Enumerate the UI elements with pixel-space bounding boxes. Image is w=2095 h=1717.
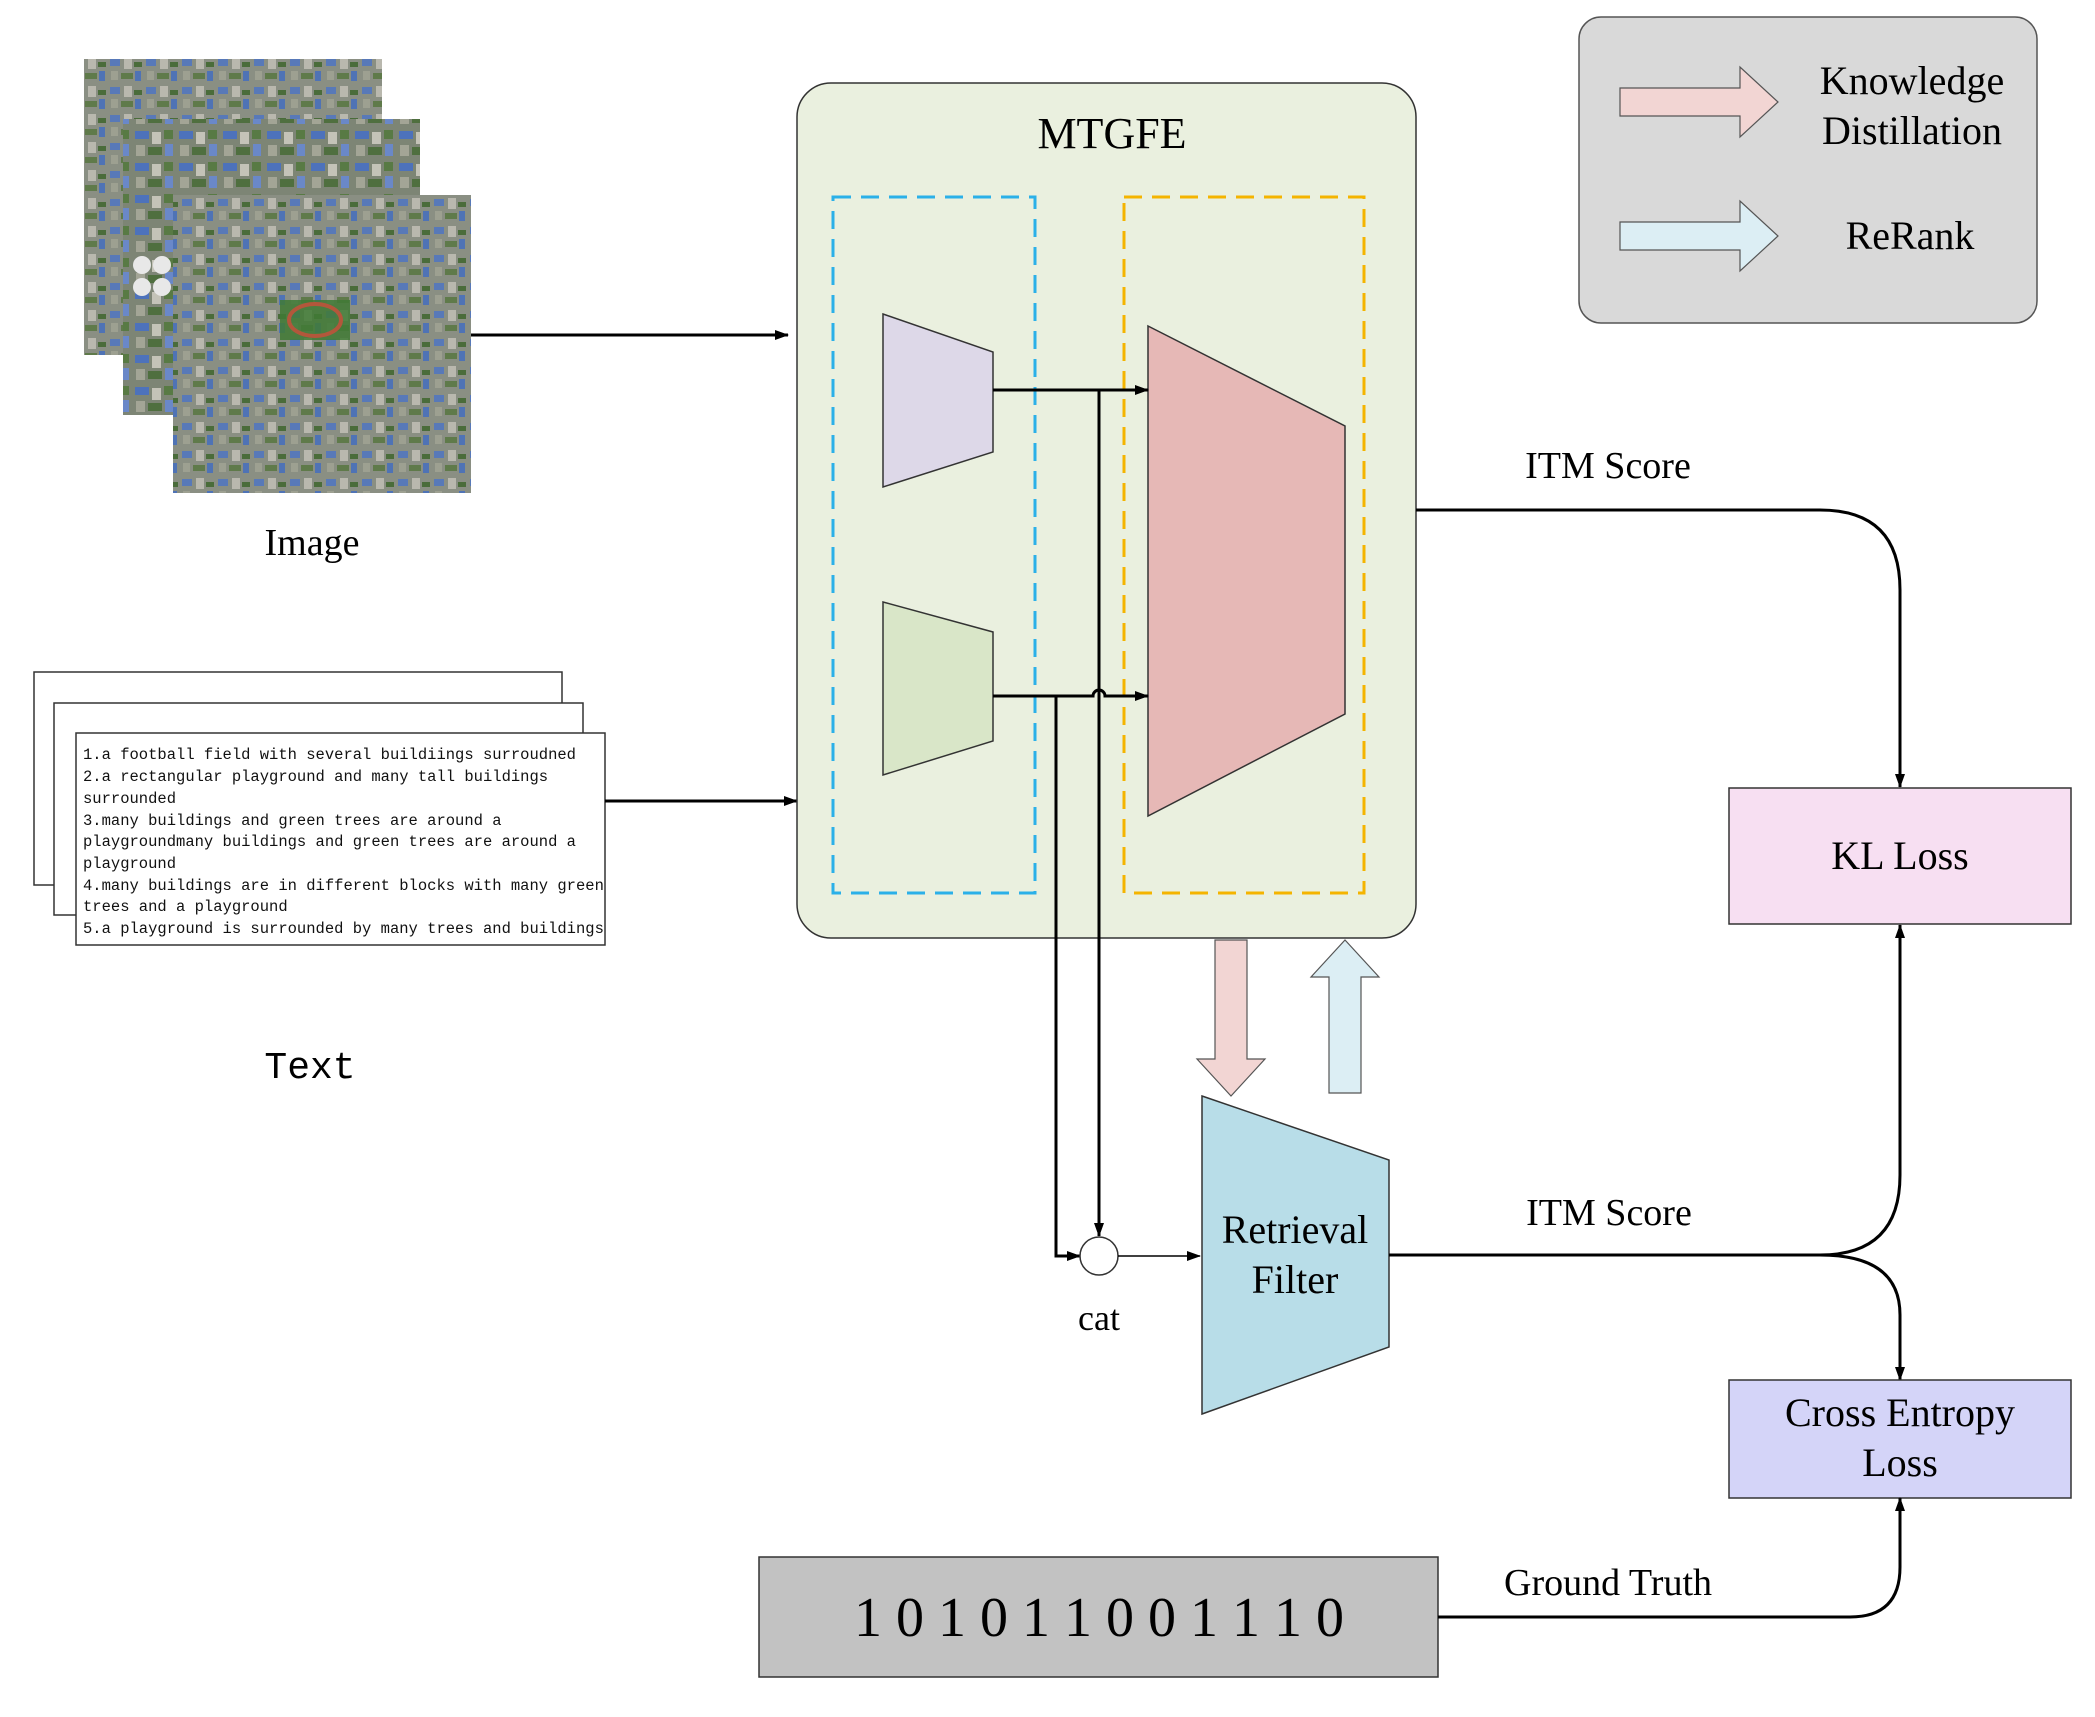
caption-line: 5.a playground is surrounded by many tre… <box>83 920 604 938</box>
text-card-front <box>75 732 606 946</box>
cross-entropy-label: Loss <box>1862 1440 1938 1485</box>
itm-score-bottom-label: ITM Score <box>1526 1192 1692 1234</box>
knowledge-distillation-arrow <box>1195 939 1267 1097</box>
ground-truth-bits: 1 0 1 0 1 1 0 0 1 1 1 0 <box>854 1587 1344 1649</box>
kl-loss-label: KL Loss <box>1831 833 1968 878</box>
retrieval-filter-label: Filter <box>1252 1257 1339 1302</box>
unimodal-encoders-group <box>831 195 1037 895</box>
cat-node <box>1079 1236 1119 1276</box>
cross-entropy-label: Cross Entropy <box>1785 1390 2015 1435</box>
caption-line: playground <box>83 855 176 873</box>
retrieval-filter <box>1201 1094 1390 1416</box>
caption-line: 4.many buildings are in different blocks… <box>83 877 604 895</box>
caption-line: playgroundmany buildings and green trees… <box>83 833 576 851</box>
image-stack <box>84 59 471 493</box>
itm-score-top-flow <box>1416 508 1905 788</box>
legend-rerank-arrow <box>1619 199 1779 273</box>
storage-tank-icon <box>153 256 171 274</box>
legend-rerank-label: ReRank <box>1846 213 1975 258</box>
ground-truth-bits-box <box>758 1556 1439 1678</box>
text-stack <box>33 671 606 946</box>
text-label: Text <box>264 1047 355 1090</box>
caption-line: trees and a playground <box>83 898 288 916</box>
caption-line: 3.many buildings and green trees are aro… <box>83 812 502 830</box>
legend-knowledge-distillation-label: Knowledge <box>1820 58 2004 103</box>
aerial-image-3 <box>173 195 471 493</box>
retrieval-filter-label: Retrieval <box>1222 1207 1369 1252</box>
text-feature-to-cat <box>1054 696 1081 1261</box>
fusion-encoder-group <box>1122 195 1366 895</box>
text-encoder <box>882 601 994 777</box>
playground-field <box>280 300 350 340</box>
image-label: Image <box>265 522 360 564</box>
caption-line: surrounded <box>83 790 176 808</box>
legend-knowledge-distillation-arrow <box>1619 65 1779 139</box>
legend-knowledge-distillation-label: Distillation <box>1822 108 2002 153</box>
caption-lines: 1.a football field with several buildiin… <box>83 746 604 938</box>
caption-line: 2.a rectangular playground and many tall… <box>83 768 548 786</box>
cat-label: cat <box>1078 1298 1120 1338</box>
ground-truth-flow <box>1438 1497 1905 1619</box>
running-track <box>287 302 343 338</box>
cross-entropy-loss-box <box>1728 1379 2072 1499</box>
storage-tank-icon <box>133 256 151 274</box>
itm-score-top-label: ITM Score <box>1525 445 1691 487</box>
ground-truth-label: Ground Truth <box>1504 1562 1712 1604</box>
storage-tank-icon <box>133 278 151 296</box>
itm-score-to-ce-flow <box>1819 1253 1905 1381</box>
image-encoder <box>882 312 994 489</box>
storage-tank-icon <box>153 278 171 296</box>
rerank-arrow <box>1309 939 1381 1094</box>
fusion-encoder <box>1147 324 1346 818</box>
mtgfe-title: MTGFE <box>1037 109 1186 158</box>
kl-loss-box <box>1728 787 2072 925</box>
caption-line: 1.a football field with several buildiin… <box>83 746 576 764</box>
